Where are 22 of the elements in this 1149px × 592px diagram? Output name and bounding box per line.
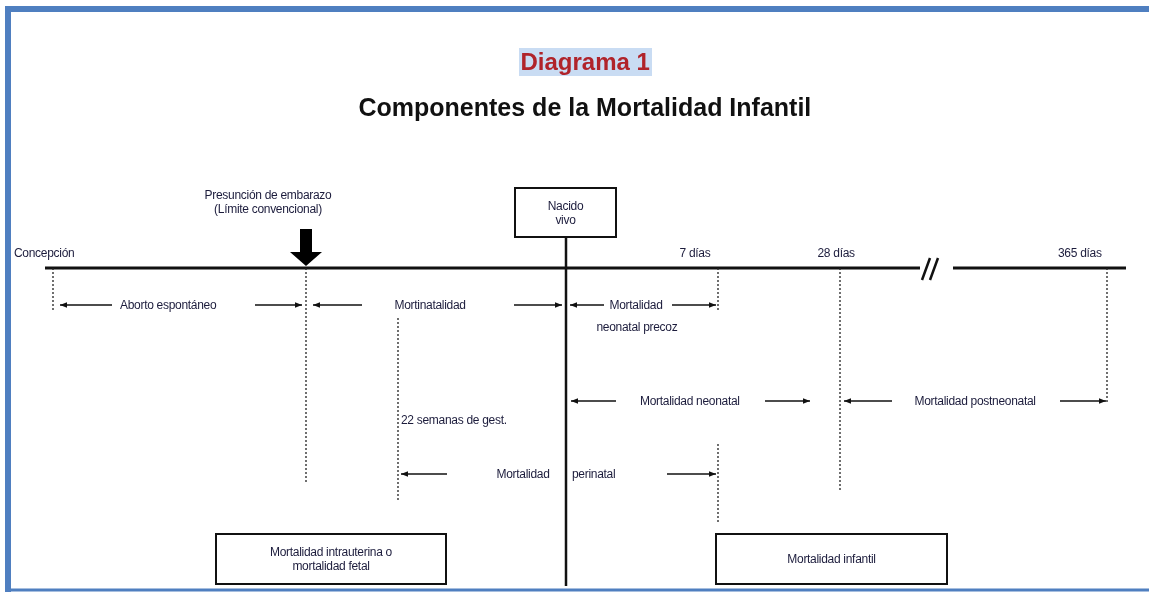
range-label: Mortalidad neonatal	[640, 394, 740, 408]
tick-label: 28 días	[817, 246, 855, 260]
label-box	[215, 533, 447, 585]
range-label: neonatal precoz	[596, 320, 678, 334]
range-label: Aborto espontáneo	[120, 298, 217, 312]
range-label: Mortinatalidad	[394, 298, 466, 312]
tick-label: 365 días	[1058, 246, 1102, 260]
label-box	[514, 187, 617, 238]
tick-label: 7 días	[679, 246, 711, 260]
range-label: perinatal	[572, 467, 616, 481]
figure-number: Diagrama 1	[518, 48, 652, 76]
annotation-text: Presunción de embarazo (Límite convencional)	[203, 188, 333, 216]
range-label: Mortalidad	[609, 298, 663, 312]
note-text: 22 semanas de gest.	[401, 413, 507, 427]
box-text: Nacido vivo	[546, 198, 585, 227]
label-box	[715, 533, 948, 585]
tick-label: Concepción	[14, 246, 75, 260]
diagram-title: Componentes de la Mortalidad Infantil	[358, 92, 812, 122]
range-label: Mortalidad	[496, 467, 550, 481]
box-text: Mortalidad intrauterina o mortalidad fetal	[269, 545, 393, 573]
range-label: Mortalidad postneonatal	[914, 394, 1036, 408]
box-text: Mortalidad infantil	[786, 552, 877, 566]
